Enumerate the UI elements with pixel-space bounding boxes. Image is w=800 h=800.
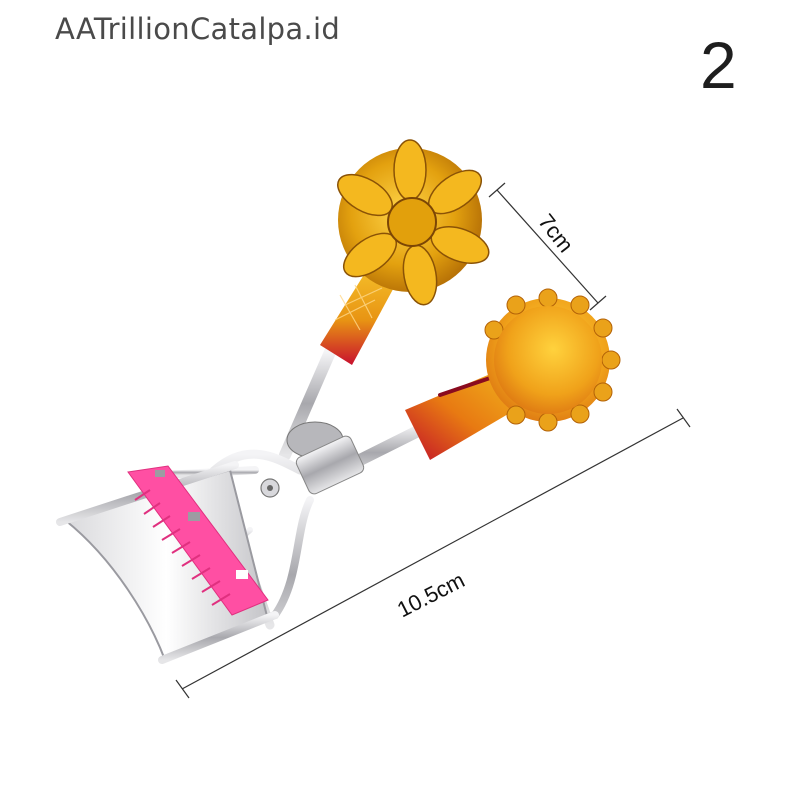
- curler-pad: [56, 461, 279, 664]
- upper-handle-flower: [320, 139, 490, 365]
- dimension-line-7cm: [488, 182, 607, 311]
- dimension-line-10-5cm: [175, 408, 691, 699]
- store-watermark: AATrillionCatalpa.id: [55, 12, 341, 46]
- image-index-number: 2: [700, 28, 737, 102]
- lower-handle-shell: [405, 288, 621, 460]
- pink-comb-attachment: [127, 465, 269, 616]
- hinge-assembly: [260, 421, 365, 498]
